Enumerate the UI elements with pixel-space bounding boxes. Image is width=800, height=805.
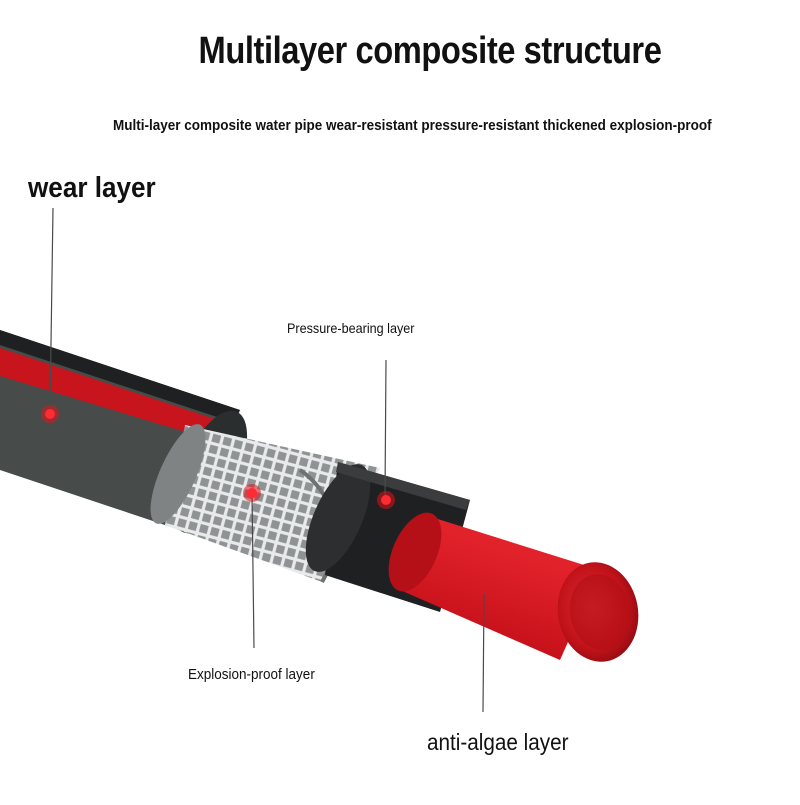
leader-algae bbox=[482, 593, 485, 713]
layer-markers bbox=[41, 405, 395, 509]
leader-lines bbox=[49, 207, 485, 713]
inner-red-tube bbox=[388, 512, 639, 662]
page-subtitle: Multi-layer composite water pipe wear-re… bbox=[113, 117, 712, 134]
label-pressure-bearing-layer: Pressure-bearing layer bbox=[287, 320, 415, 336]
page-title: Multilayer composite structure bbox=[198, 30, 662, 72]
marker-wear-core bbox=[45, 409, 55, 419]
marker-pressure-core bbox=[381, 495, 391, 505]
label-explosion-proof-layer: Explosion-proof layer bbox=[188, 666, 315, 683]
leader-wear bbox=[49, 207, 54, 413]
marker-explosion-core bbox=[247, 488, 257, 498]
red-stripe bbox=[0, 348, 224, 440]
label-anti-algae-layer: anti-algae layer bbox=[427, 729, 569, 755]
label-wear-layer: wear layer bbox=[28, 172, 156, 204]
leader-explosion bbox=[251, 492, 255, 649]
leader-pressure bbox=[384, 359, 387, 498]
